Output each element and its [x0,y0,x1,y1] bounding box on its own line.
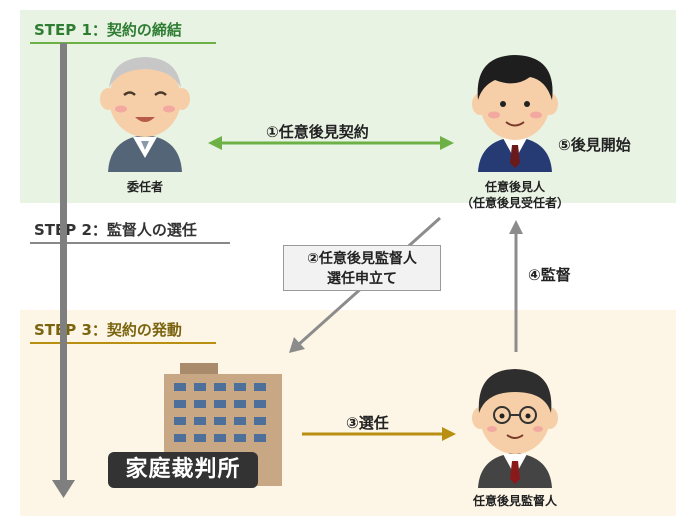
principal-label: 委任者 [126,180,163,194]
supervise-label: ④監督 [528,266,571,284]
petition-box: ②任意後見監督人 選任申立て [283,245,441,291]
petition-label-line1: ②任意後見監督人 [307,251,417,267]
court-windows [174,383,266,442]
step2-label: STEP 2：監督人の選任 [34,221,197,239]
guardian-label: 任意後見人 [484,180,545,194]
contract-arrow-right-head [440,136,454,150]
appoint-arrow-head [442,427,456,441]
petition-arrow-head [289,337,305,353]
supervise-arrow-head [509,220,523,234]
court-label: 家庭裁判所 [108,452,258,488]
elderly-man-icon [100,57,190,172]
start-label: ⑤後見開始 [558,136,631,154]
step3-label: STEP 3：契約の発動 [34,321,182,339]
timeline-bar [60,43,67,483]
guardian-sublabel: （任意後見受任者） [460,196,569,210]
timeline-arrowhead [52,480,75,498]
step1-label: STEP 1：契約の締結 [34,21,182,39]
step1-underline [30,42,216,44]
contract-label: ①任意後見契約 [266,123,369,141]
step2-underline [30,242,230,244]
step3-underline [30,342,216,344]
guardian-man-icon [472,55,558,172]
appoint-label: ③選任 [346,414,389,432]
supervisor-label: 任意後見監督人 [472,494,557,508]
contract-arrow-left-head [208,136,222,150]
supervisor-man-icon [472,369,558,488]
petition-label-line2: 選任申立て [327,271,397,287]
